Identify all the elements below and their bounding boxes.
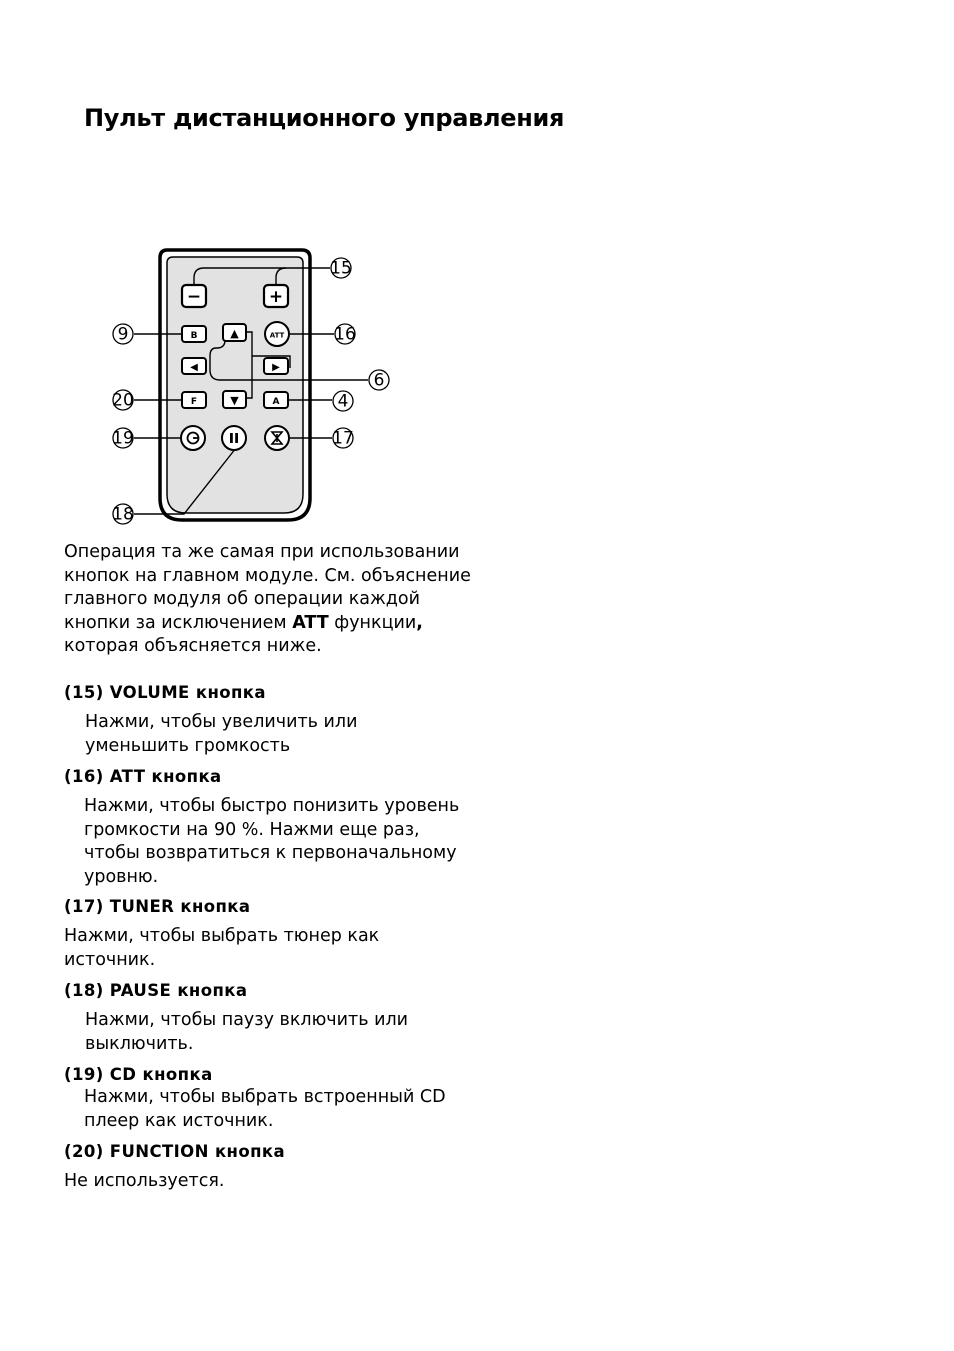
svg-text:◀: ◀	[190, 362, 198, 373]
section-body-tuner: Нажми, чтобы выбрать тюнер как источник.	[64, 926, 380, 970]
down-button[interactable]: ▼	[222, 390, 247, 409]
intro-text: Операция та же самая при использовании к…	[64, 542, 471, 633]
section-body-volume: Нажми, чтобы увеличить или уменьшить гро…	[85, 712, 358, 756]
callout-4: 4	[332, 390, 354, 412]
intro-text-after: функции	[328, 612, 417, 633]
b-button[interactable]: B	[181, 325, 207, 343]
svg-text:20: 20	[112, 391, 134, 411]
svg-text:▼: ▼	[230, 394, 239, 407]
pause-icon	[230, 433, 238, 443]
callout-9: 9	[112, 323, 134, 345]
svg-text:−: −	[187, 287, 201, 307]
svg-text:▲: ▲	[230, 327, 239, 340]
remote-control-diagram: − + B ATT ▲ ◀ ▶ ▼ F A	[112, 248, 390, 525]
svg-text:4: 4	[338, 392, 349, 412]
section-heading-cd: (19) CD кнопка	[64, 1065, 213, 1084]
section-body-pause: Нажми, чтобы паузу включить или выключит…	[85, 1010, 409, 1054]
cd-icon	[186, 431, 200, 445]
svg-text:18: 18	[112, 505, 134, 525]
volume-plus-button[interactable]: +	[262, 283, 290, 309]
pause-button[interactable]	[221, 425, 247, 451]
callout-17: 17	[332, 427, 354, 449]
section-body-function: Не используется.	[64, 1171, 225, 1191]
a-button[interactable]: A	[263, 391, 289, 409]
section-heading-att: (16) ATT кнопка	[64, 767, 222, 786]
svg-text:6: 6	[374, 371, 385, 391]
callout-20: 20	[112, 389, 134, 411]
svg-text:16: 16	[334, 325, 356, 345]
callout-leaders	[134, 267, 368, 515]
intro-comma-bold: ,	[416, 612, 423, 633]
svg-text:▶: ▶	[272, 362, 280, 373]
left-button[interactable]: ◀	[181, 357, 207, 375]
right-button[interactable]: ▶	[263, 357, 289, 375]
section-heading-volume: (15) VOLUME кнопка	[64, 683, 266, 702]
section-heading-function: (20) FUNCTION кнопка	[64, 1142, 286, 1161]
callout-15: 15	[330, 257, 352, 279]
svg-text:17: 17	[332, 429, 354, 449]
svg-text:A: A	[273, 397, 280, 407]
intro-att-bold: ATT	[292, 612, 329, 633]
section-body-att: Нажми, чтобы быстро понизить уровень гро…	[84, 796, 460, 887]
remote-body	[158, 248, 312, 522]
page-title: Пульт дистанционного управления	[84, 104, 565, 132]
svg-text:+: +	[269, 287, 283, 307]
tuner-icon	[270, 431, 284, 445]
svg-text:B: B	[191, 331, 198, 341]
svg-text:F: F	[191, 397, 197, 407]
cd-button[interactable]	[180, 425, 206, 451]
svg-text:15: 15	[330, 259, 352, 279]
intro-paragraph: Операция та же самая при использовании к…	[64, 541, 474, 659]
up-button[interactable]: ▲	[222, 323, 247, 342]
att-button[interactable]: ATT	[264, 321, 290, 347]
section-heading-tuner: (17) TUNER кнопка	[64, 897, 251, 916]
intro-text-end: которая объясняется ниже.	[64, 636, 322, 656]
section-body-cd: Нажми, чтобы выбрать встроенный CD плеер…	[84, 1087, 446, 1131]
svg-text:19: 19	[112, 429, 134, 449]
callout-6: 6	[368, 369, 390, 391]
callout-18: 18	[112, 503, 134, 525]
callout-16: 16	[334, 323, 356, 345]
svg-text:9: 9	[118, 325, 129, 345]
section-heading-pause: (18) PAUSE кнопка	[64, 981, 248, 1000]
f-button[interactable]: F	[181, 391, 207, 409]
tuner-button[interactable]	[264, 425, 290, 451]
callout-19: 19	[112, 427, 134, 449]
volume-minus-button[interactable]: −	[180, 283, 208, 309]
svg-text:ATT: ATT	[270, 332, 285, 340]
